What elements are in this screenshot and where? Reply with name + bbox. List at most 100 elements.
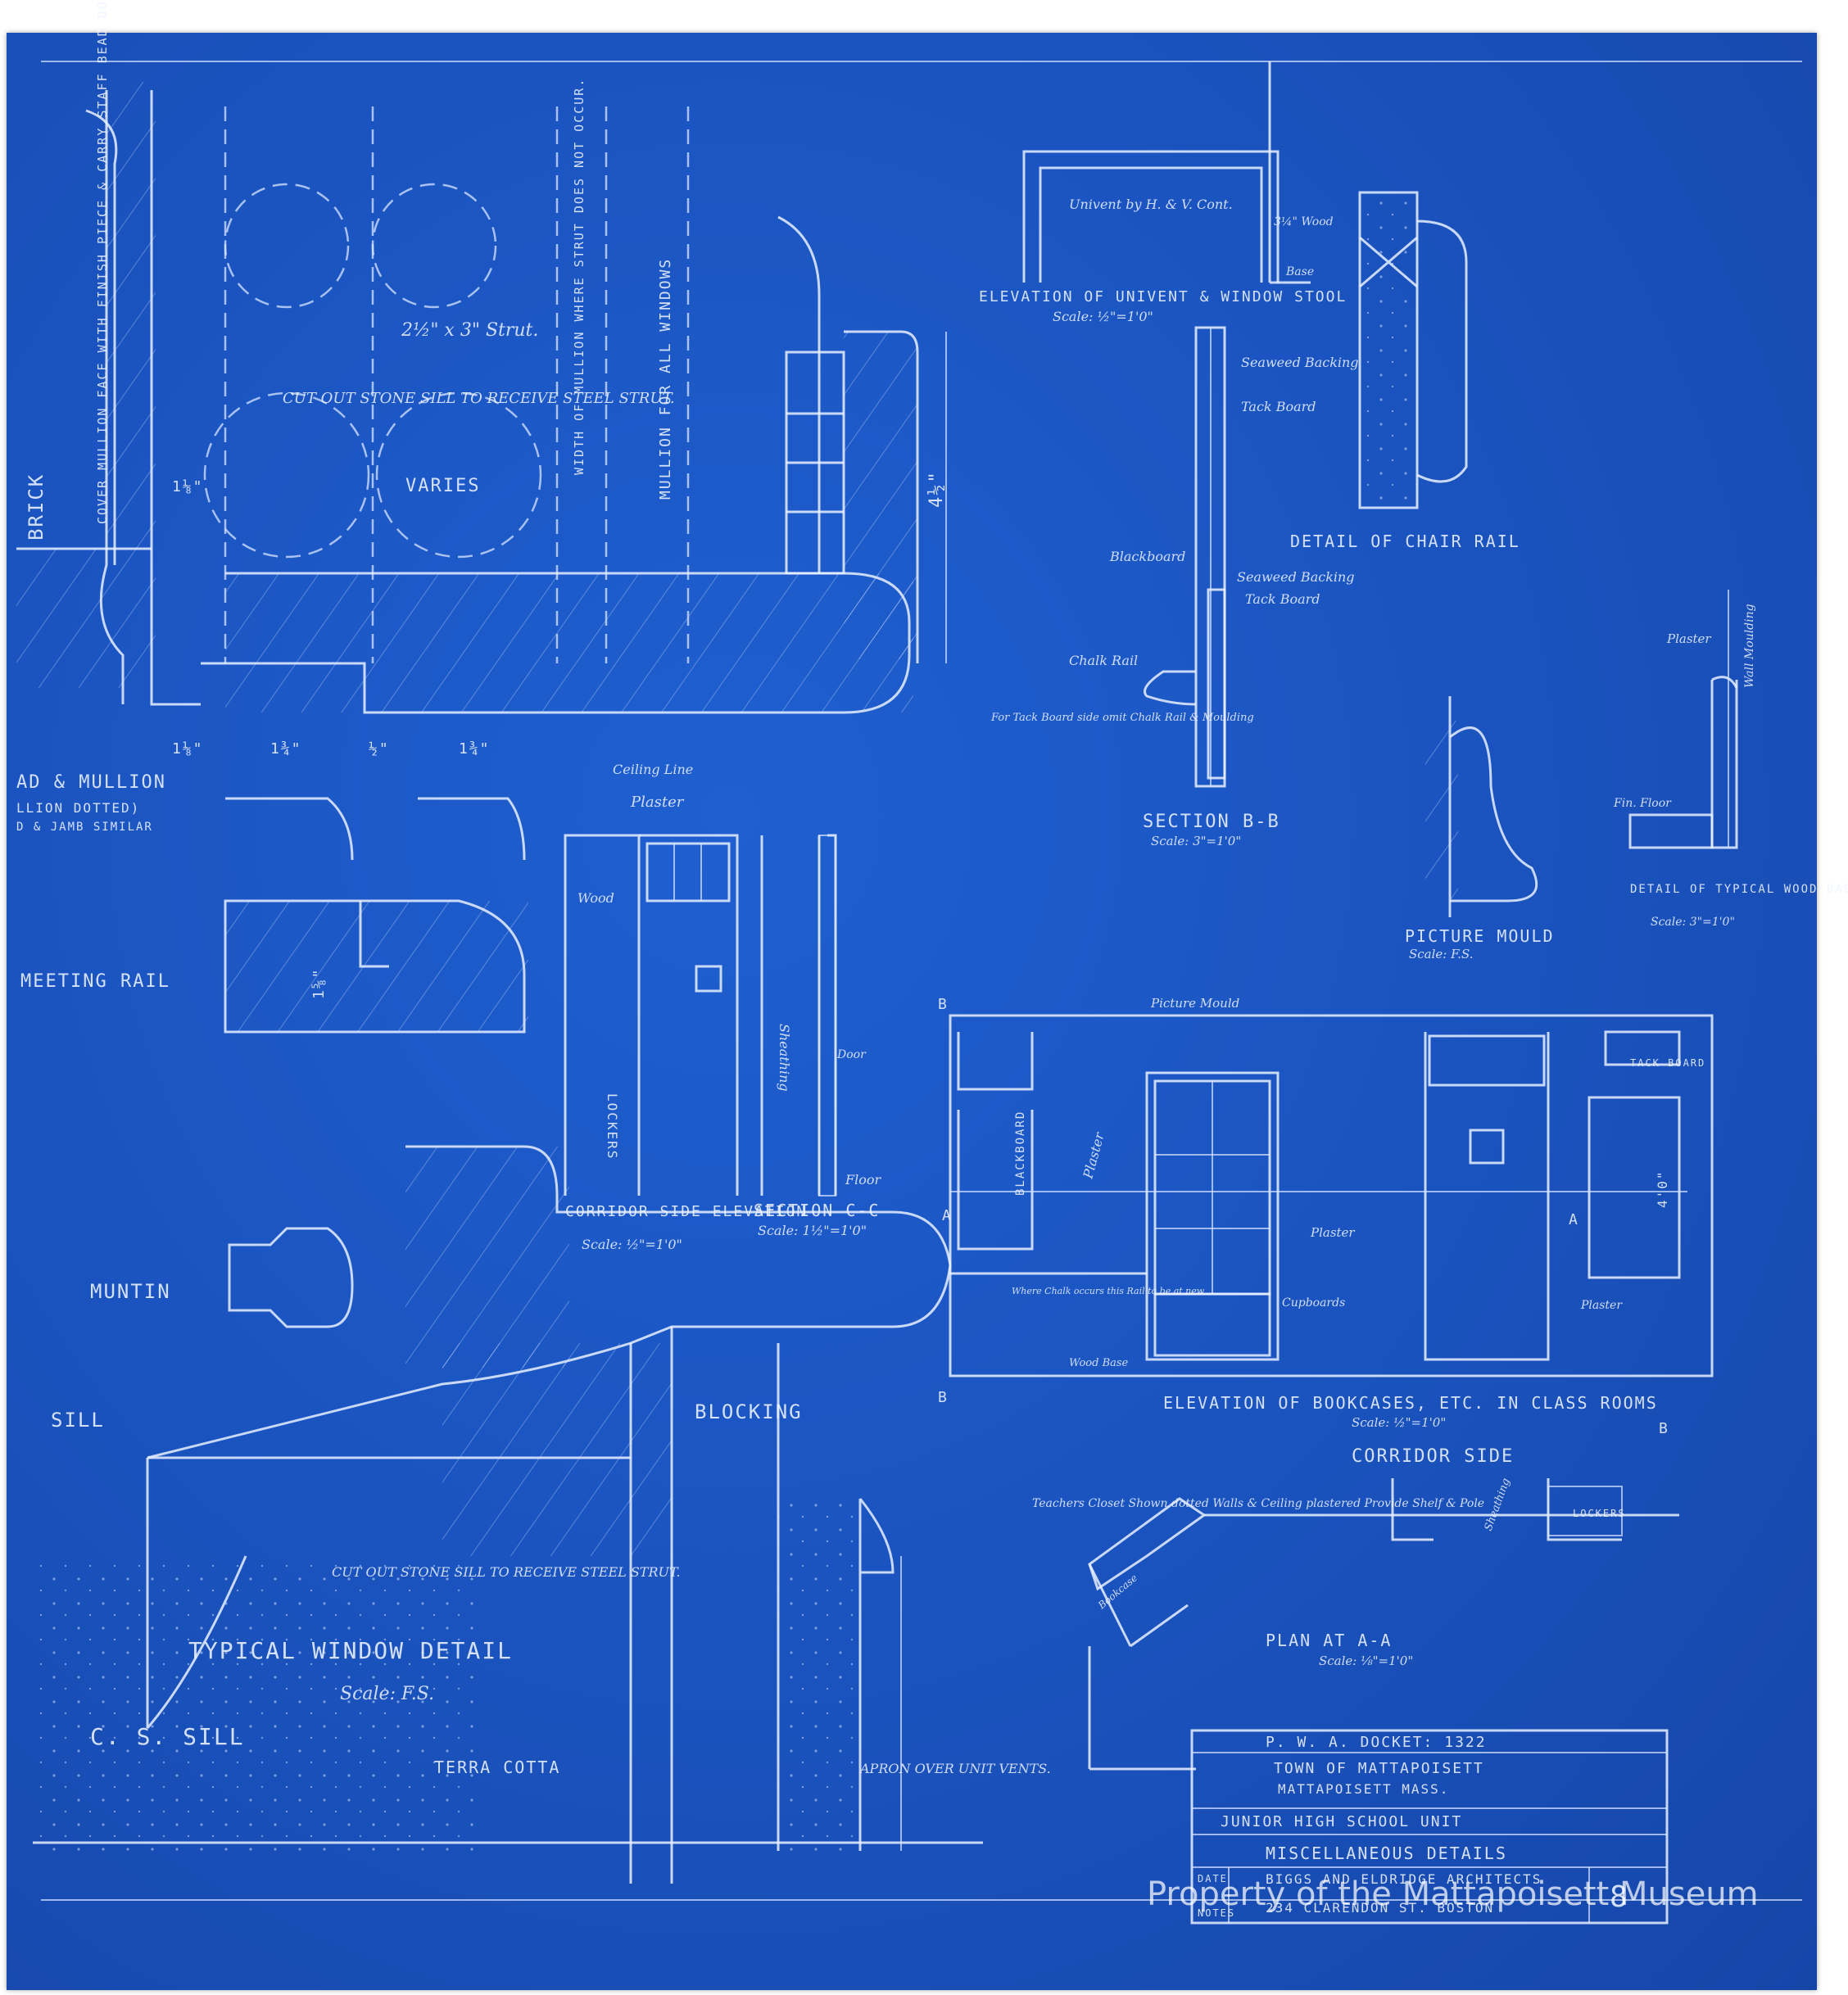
title-block-text: P. W. A. DOCKET: 1322 TOWN OF MATTAPOISE… (1198, 1734, 1628, 1919)
label-tack-board-2: Tack Board (1245, 591, 1320, 607)
label-seaweed-2: Seaweed Backing (1237, 569, 1355, 585)
label-picture-mould-e: Picture Mould (1150, 996, 1239, 1011)
label-width-mullion: WIDTH OF MULLION WHERE STRUT DOES NOT OC… (572, 78, 587, 475)
label-section-cc: SECTION C-C (754, 1201, 880, 1220)
plan-aa-drawing (1088, 1478, 1679, 1771)
label-plaster-e2: Plaster (1310, 1225, 1355, 1240)
tb-town: TOWN OF MATTAPOISETT (1274, 1760, 1484, 1777)
label-section-bb: SECTION B-B (1143, 812, 1280, 832)
label-scale-half: Scale: ½"=1'0" (582, 1237, 682, 1252)
label-apron: APRON OVER UNIT VENTS. (858, 1761, 1051, 1776)
label-plaster-c: Plaster (630, 794, 685, 811)
label-picture-mould: PICTURE MOULD (1405, 926, 1555, 946)
label-muntin: MUNTIN (90, 1280, 171, 1303)
label-typical-window: TYPICAL WINDOW DETAIL (188, 1637, 513, 1664)
label-varies: VARIES (405, 476, 480, 496)
label-meeting-rail: MEETING RAIL (20, 971, 170, 992)
label-fin-floor: Fin. Floor (1613, 797, 1672, 810)
tb-address: 234 CLARENDON ST. BOSTON (1266, 1900, 1494, 1916)
label-scale-fs: Scale: F.S. (340, 1684, 434, 1704)
label-base: Base (1285, 265, 1314, 278)
wood-base-drawing (1628, 590, 1738, 849)
label-cupboards: Cupboards (1282, 1296, 1345, 1310)
tb-project: JUNIOR HIGH SCHOOL UNIT (1221, 1813, 1462, 1830)
label-wood-3-4: 3¼" Wood (1274, 215, 1334, 228)
corridor-elevation-drawing (564, 834, 837, 1197)
label-seaweed-1: Seaweed Backing (1241, 355, 1359, 370)
label-teachers-closet: Teachers Closet Shown dotted Walls & Cei… (1032, 1497, 1484, 1510)
tb-sheet: MISCELLANEOUS DETAILS (1266, 1843, 1507, 1863)
label-wall-moulding: Wall Moulding (1743, 604, 1756, 688)
label-lockers: LOCKERS (605, 1093, 620, 1160)
labels-window: BRICK COVER MULLION FACE WITH FINISH PIE… (16, 0, 1051, 1777)
label-a-l: A (942, 1207, 953, 1224)
label-elev-univent: ELEVATION OF UNIVENT & WINDOW STOOL (979, 288, 1347, 305)
label-corridor-side-elev: CORRIDOR SIDE ELEVATION (565, 1203, 807, 1220)
label-elev-bookcases: ELEVATION OF BOOKCASES, ETC. IN CLASS RO… (1163, 1393, 1658, 1413)
label-sill: SILL (51, 1409, 105, 1432)
label-cut-sill-top: CUT OUT STONE SILL TO RECEIVE STEEL STRU… (283, 390, 675, 407)
label-wood: Wood (578, 890, 614, 906)
tb-notes-label: NOTES (1198, 1907, 1235, 1919)
label-tack-board-1: Tack Board (1241, 399, 1316, 414)
label-cut-sill-bottom: CUT OUT STONE SILL TO RECEIVE STEEL STRU… (332, 1564, 680, 1580)
museum-watermark: Property of the Mattapoisett Museum (1147, 1875, 1759, 1913)
label-blackboard-e: BLACKBOARD (1014, 1111, 1027, 1196)
label-dim-half: ½" (369, 740, 390, 758)
picture-mould-drawing (1425, 696, 1538, 917)
section-bb-drawing (1144, 326, 1226, 788)
chair-rail-drawing (1358, 191, 1468, 509)
label-chalk-rail: Chalk Rail (1069, 653, 1138, 668)
label-dim-1-1-8: 1⅛" (172, 740, 204, 758)
label-ceiling-line: Ceiling Line (613, 762, 693, 777)
label-dim-4-half: 4½" (926, 470, 947, 508)
label-mullion-dotted: LLION DOTTED) (16, 800, 140, 816)
label-brick: BRICK (25, 473, 48, 541)
label-b-br: B (1659, 1420, 1669, 1437)
tb-date-label: DATE (1198, 1873, 1228, 1884)
tb-architect: BIGGS AND ELDRIDGE ARCHITECTS (1266, 1871, 1542, 1887)
label-sheathing-p: Sheathing (1483, 1477, 1513, 1532)
label-plaster-e: Plaster (1080, 1130, 1107, 1181)
label-cover-note: COVER MULLION FACE WITH FINISH PIECE & C… (95, 0, 110, 524)
label-terra-cotta: TERRA COTTA (434, 1758, 560, 1777)
label-scale-bookcases: Scale: ½"=1'0" (1352, 1415, 1446, 1430)
label-dim-1-3-4-b: 1¾" (459, 740, 491, 758)
label-plan-aa: PLAN AT A-A (1266, 1631, 1392, 1650)
label-scale-pm: Scale: F.S. (1409, 947, 1473, 961)
label-wood-base: Wood Base (1069, 1357, 1129, 1369)
label-jamb-similar: D & JAMB SIMILAR (16, 821, 153, 834)
labels-univent: ELEVATION OF UNIVENT & WINDOW STOOL Scal… (979, 197, 1848, 961)
label-corridor-side: CORRIDOR SIDE (1352, 1446, 1514, 1467)
window-detail-drawing (16, 82, 983, 1884)
sheet-border (41, 61, 1802, 1901)
labels-bookcases: B B B A A Picture Mould TACK BOARD BLACK… (938, 996, 1705, 1668)
label-plaster-e3: Plaster (1580, 1299, 1623, 1312)
label-floor: Floor (845, 1172, 881, 1188)
label-sheathing: Sheathing (777, 1024, 792, 1092)
label-head-mullion: AD & MULLION (16, 772, 166, 793)
label-b-tl: B (938, 996, 949, 1013)
label-scale-univent: Scale: ½"=1'0" (1053, 309, 1153, 324)
label-dim-1-3-4-a: 1¾" (270, 740, 302, 758)
label-where-chalk: Where Chalk occurs this Rail to be at ne… (1012, 1286, 1205, 1296)
labels-corridor: Ceiling Line Plaster Wood LOCKERS Sheath… (565, 762, 881, 1252)
label-typical-base: DETAIL OF TYPICAL WOOD BASE (1630, 883, 1848, 896)
tb-docket: P. W. A. DOCKET: 1322 (1266, 1734, 1487, 1751)
label-a-r: A (1569, 1211, 1579, 1228)
label-strut: 2½" x 3" Strut. (401, 320, 538, 341)
label-mullion-all: MULLION FOR ALL WINDOWS (657, 258, 674, 500)
label-scale-base: Scale: 3"=1'0" (1651, 916, 1735, 929)
label-tack-board-e: TACK BOARD (1630, 1057, 1705, 1069)
label-plaster-d: Plaster (1666, 631, 1711, 646)
label-chair-rail: DETAIL OF CHAIR RAIL (1290, 532, 1520, 551)
label-univent: Univent by H. & V. Cont. (1069, 197, 1233, 212)
title-block (1190, 1729, 1669, 1925)
label-blocking: BLOCKING (695, 1400, 803, 1423)
univent-elevation-drawing (1022, 61, 1311, 284)
label-dim-40: 4'0" (1655, 1169, 1670, 1208)
label-b-bl: B (938, 1389, 949, 1406)
label-cs-sill: C. S. SILL (90, 1723, 245, 1750)
label-scale-bb: Scale: 3"=1'0" (1151, 834, 1241, 848)
